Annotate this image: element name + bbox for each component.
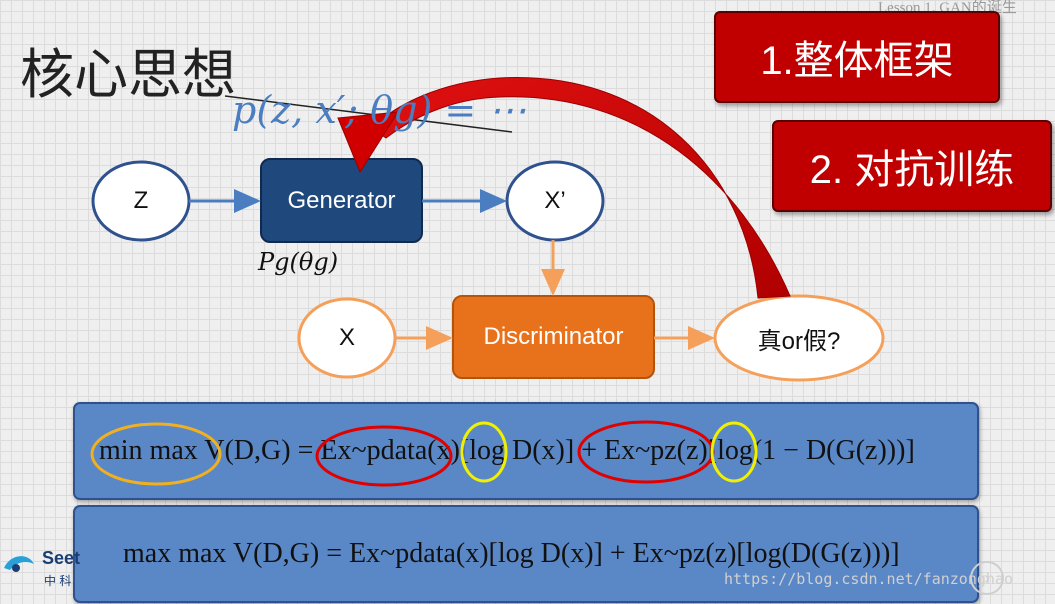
logo-icon <box>2 550 36 580</box>
highlight-log-1 <box>460 421 508 483</box>
node-verdict: 真or假? <box>715 296 883 380</box>
generator-param: Pg(θg) <box>258 248 339 276</box>
node-x: X <box>299 299 395 377</box>
generator-box: Generator <box>261 159 422 242</box>
latent-formula: p(z, x′; θg) = ⋯ <box>232 88 527 132</box>
strike-line <box>224 95 513 133</box>
node-verdict-shape <box>713 294 885 382</box>
node-verdict-label: 真or假? <box>757 327 841 355</box>
modified-formula-box: max max V(D,G) = Ex~pdata(x)[log D(x)] +… <box>73 505 979 603</box>
slide-title: 核心思想 <box>20 45 236 105</box>
highlight-noise-expectation <box>577 420 715 484</box>
highlight-data-expectation <box>315 425 453 487</box>
logo-name: Seet <box>42 548 81 568</box>
watermark: https://blog.csdn.net/fanzonghao <box>724 570 1013 588</box>
modified-formula: max max V(D,G) = Ex~pdata(x)[log D(x)] +… <box>123 538 900 569</box>
discriminator-box: Discriminator <box>453 296 654 378</box>
node-z: Z <box>93 162 189 240</box>
generator-label: Generator <box>287 186 396 214</box>
highlight-minmax <box>90 422 222 486</box>
node-z-label: Z <box>133 187 149 214</box>
node-x-label: X <box>338 324 355 351</box>
feedback-arrow-head <box>337 111 399 174</box>
tag-adversarial: 2. 对抗训练 <box>772 120 1052 212</box>
discriminator-label: Discriminator <box>483 323 624 350</box>
next-slide-icon[interactable]: › <box>970 561 1004 595</box>
node-x-prime: X’ <box>507 162 603 240</box>
node-x-prime-shape <box>505 160 605 242</box>
node-x-prime-label: X’ <box>544 187 566 214</box>
highlight-log-2 <box>710 421 758 483</box>
logo-subtitle: 中 科 <box>44 574 72 588</box>
tag-framework-label: 1.整体框架 <box>760 39 954 83</box>
tag-adversarial-label: 2. 对抗训练 <box>809 148 1015 192</box>
tag-framework: 1.整体框架 <box>714 11 1000 103</box>
